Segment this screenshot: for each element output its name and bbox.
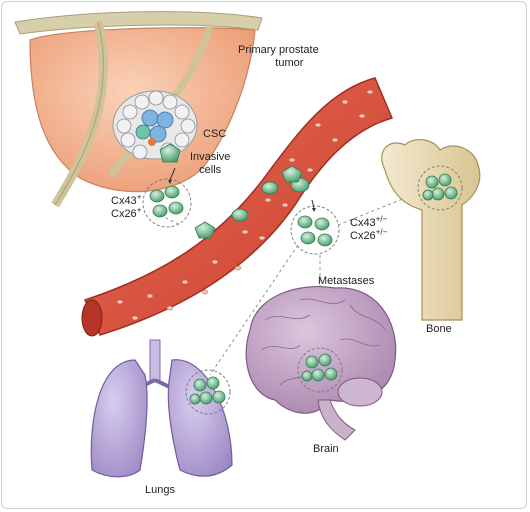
- cx26-right: Cx26+/−: [350, 227, 388, 242]
- cx26-left: Cx26+: [111, 205, 142, 220]
- cx43-right: Cx43+/−: [350, 214, 388, 229]
- lungs-label: Lungs: [145, 484, 175, 496]
- csc-label: CSC: [203, 128, 227, 140]
- cx-right-label: Cx43+/− Cx26+/−: [350, 214, 388, 243]
- brain-illustration: [245, 286, 397, 441]
- metastases-label: Metastases: [318, 275, 375, 287]
- tumor-cluster: [112, 90, 198, 160]
- invasive-cells-cluster: [142, 143, 192, 228]
- cx-left-label: Cx43+ Cx26+: [111, 192, 142, 221]
- invasive-line2: cells: [199, 164, 222, 176]
- primary-tumor-label: Primary prostate tumor: [238, 44, 319, 70]
- invasive-cells-label: Invasive cells: [190, 151, 230, 177]
- cx43-left: Cx43+: [111, 192, 142, 207]
- metastatic-cells-cluster: [290, 199, 340, 255]
- lungs-illustration: [90, 339, 233, 478]
- invasive-line1: Invasive: [190, 151, 231, 163]
- bone-label: Bone: [426, 323, 452, 335]
- primary-tumor-line1: Primary prostate: [238, 44, 319, 56]
- blood-vessel: [81, 77, 394, 337]
- primary-tumor-line2: tumor: [275, 57, 304, 69]
- bone-illustration: [381, 138, 481, 321]
- brain-label: Brain: [313, 443, 339, 455]
